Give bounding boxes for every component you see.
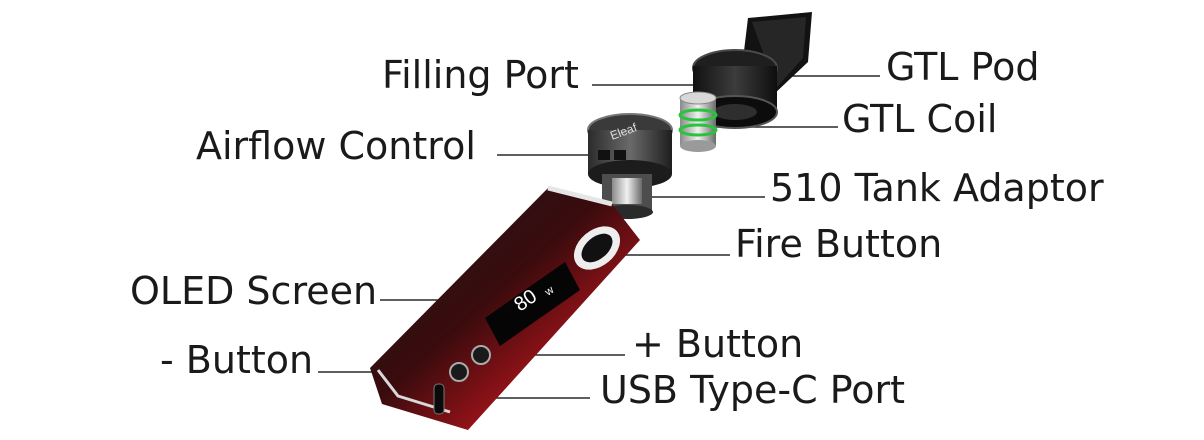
label-airflow-control: Airflow Control bbox=[196, 124, 476, 168]
label-tank-adaptor: 510 Tank Adaptor bbox=[770, 166, 1104, 210]
label-gtl-pod: GTL Pod bbox=[886, 45, 1040, 89]
label-usb-port: USB Type-C Port bbox=[600, 368, 906, 412]
usb-port bbox=[433, 383, 445, 415]
plus-button bbox=[471, 345, 491, 365]
label-filling-port: Filling Port bbox=[382, 53, 579, 97]
gtl-coil bbox=[678, 91, 718, 152]
label-fire-button: Fire Button bbox=[735, 222, 943, 266]
label-minus-button: - Button bbox=[160, 338, 314, 382]
device-body: 80 w bbox=[370, 185, 640, 430]
minus-button bbox=[449, 362, 469, 382]
oled-screen bbox=[485, 262, 580, 346]
label-oled-screen: OLED Screen bbox=[130, 269, 378, 313]
label-gtl-coil: GTL Coil bbox=[842, 97, 998, 141]
label-plus-button: + Button bbox=[632, 322, 804, 366]
